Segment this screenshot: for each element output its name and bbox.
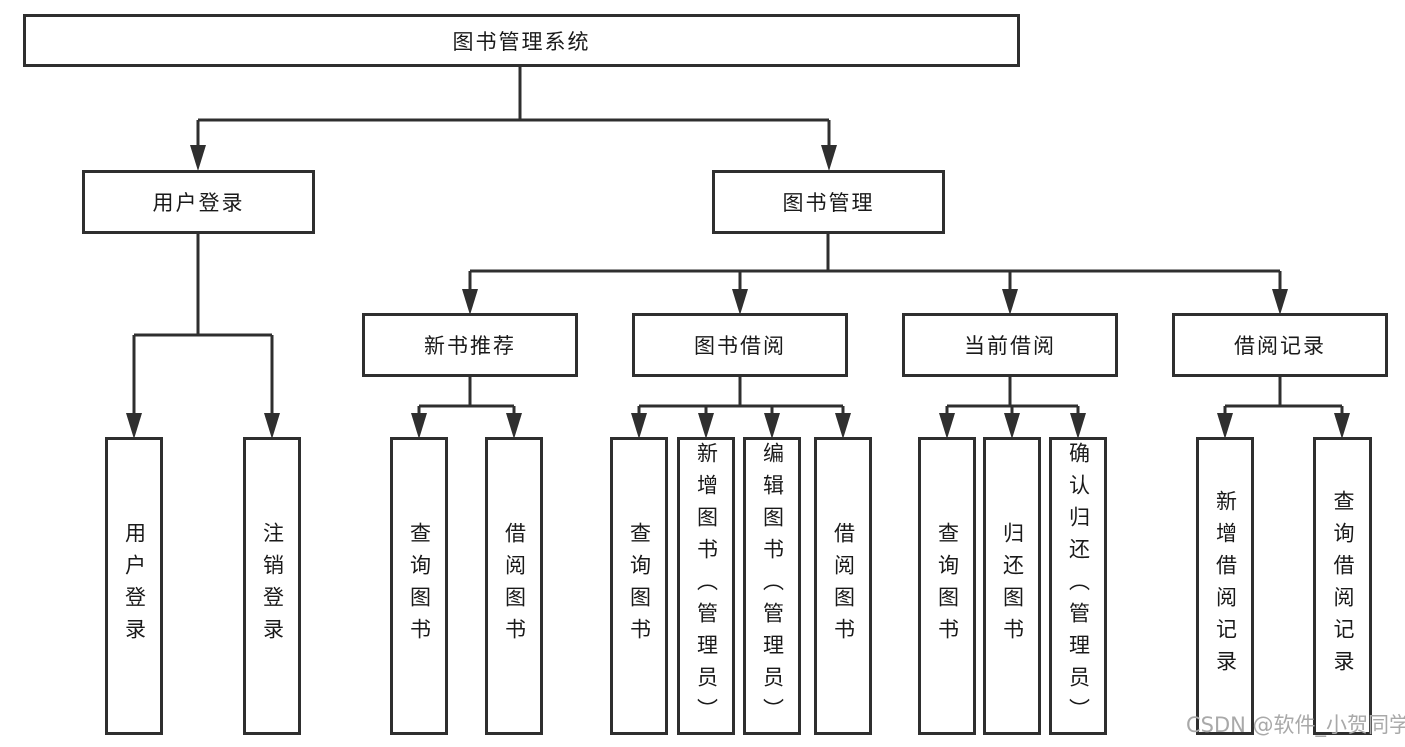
leaf-label: 新增借阅记录 xyxy=(1213,490,1238,682)
leaf-logout: 注销登录 xyxy=(243,437,301,735)
leaf-label: 编辑图书（管理员） xyxy=(760,442,785,730)
node-new-book-recommendation: 新书推荐 xyxy=(362,313,578,377)
node-user-login: 用户登录 xyxy=(82,170,315,234)
watermark: CSDN @软件_小贺同学 xyxy=(1186,713,1405,737)
leaf-edit-book-admin: 编辑图书（管理员） xyxy=(743,437,801,735)
leaf-query-books-current: 查询图书 xyxy=(918,437,976,735)
leaf-label: 归还图书 xyxy=(1000,522,1025,650)
node-book-management: 图书管理 xyxy=(712,170,945,234)
leaf-query-books-recommend: 查询图书 xyxy=(390,437,448,735)
leaf-borrow-books-recommend: 借阅图书 xyxy=(485,437,543,735)
leaf-label: 借阅图书 xyxy=(831,522,856,650)
leaf-label: 新增图书（管理员） xyxy=(694,442,719,730)
leaf-add-borrow-record: 新增借阅记录 xyxy=(1196,437,1254,735)
node-library-system: 图书管理系统 xyxy=(23,14,1020,67)
leaf-borrow-books-borrowing: 借阅图书 xyxy=(814,437,872,735)
node-borrowing-records: 借阅记录 xyxy=(1172,313,1388,377)
leaf-query-books-borrowing: 查询图书 xyxy=(610,437,668,735)
leaf-label: 确认归还（管理员） xyxy=(1066,442,1091,730)
leaf-label: 借阅图书 xyxy=(502,522,527,650)
leaf-label: 查询图书 xyxy=(627,522,652,650)
leaf-confirm-return-admin: 确认归还（管理员） xyxy=(1049,437,1107,735)
leaf-add-book-admin: 新增图书（管理员） xyxy=(677,437,735,735)
leaf-query-borrow-record: 查询借阅记录 xyxy=(1313,437,1372,735)
leaf-user-login: 用户登录 xyxy=(105,437,163,735)
leaf-label: 注销登录 xyxy=(260,522,285,650)
node-book-borrowing: 图书借阅 xyxy=(632,313,848,377)
leaf-label: 查询图书 xyxy=(407,522,432,650)
node-current-borrowing: 当前借阅 xyxy=(902,313,1118,377)
leaf-return-books: 归还图书 xyxy=(983,437,1041,735)
leaf-label: 查询借阅记录 xyxy=(1331,490,1355,682)
leaf-label: 查询图书 xyxy=(935,522,960,650)
leaf-label: 用户登录 xyxy=(122,522,147,650)
